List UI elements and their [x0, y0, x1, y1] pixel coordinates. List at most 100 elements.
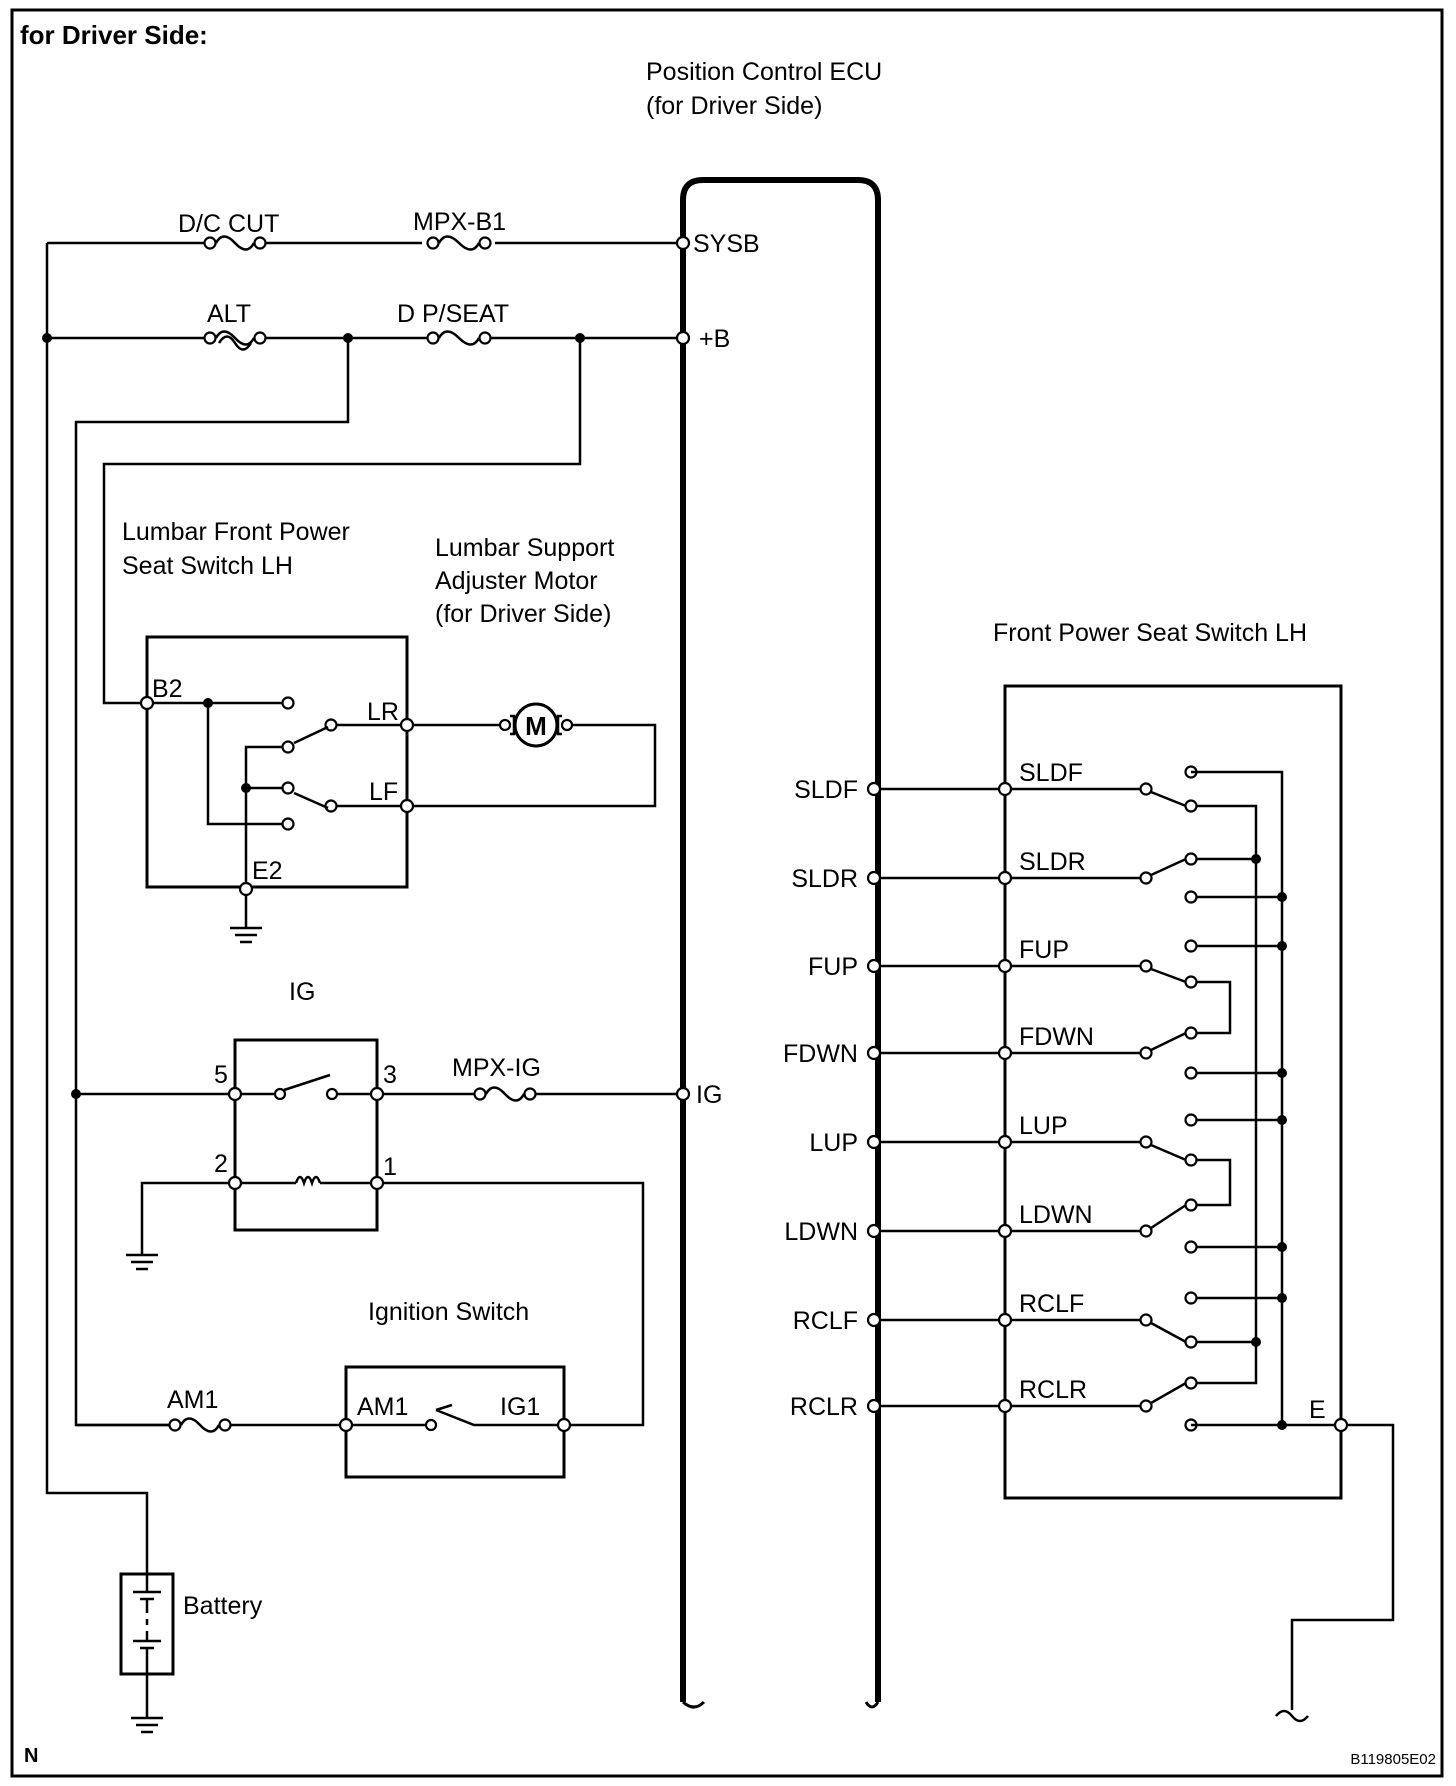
ig-relay: IG MPX-IG 5 3 2 1 — [71, 978, 683, 1427]
contact-rclf — [1139, 1313, 1153, 1327]
ecu-pin-b-label: +B — [699, 325, 730, 353]
ig-relay-pin-3: 3 — [383, 1061, 397, 1089]
ecu-pin-fup — [866, 958, 882, 974]
front-switch-pin-rclr — [997, 1398, 1013, 1414]
ecu-pin-sysb: SYSB — [675, 230, 760, 258]
lumbar-pin-e2: E2 — [252, 857, 283, 885]
ecu-pin-ldwn-label: LDWN — [784, 1218, 858, 1246]
motor-title-line3: (for Driver Side) — [435, 600, 611, 628]
ecu-pin-sldf-label: SLDF — [794, 776, 858, 804]
fuse-mpx-b1: MPX-B1 — [413, 208, 506, 251]
ecu-pin-fdwn — [866, 1045, 882, 1061]
front-switch-pin-rclf-label: RCLF — [1019, 1290, 1084, 1318]
fuse-dp-seat-label: D P/SEAT — [397, 300, 509, 328]
ecu-title-line1: Position Control ECU — [646, 58, 882, 86]
front-switch-pin-fup — [997, 958, 1013, 974]
ecu-pin-sldr-label: SLDR — [791, 865, 858, 893]
ecu-pin-fdwn-label: FDWN — [783, 1040, 858, 1068]
fuse-dc-cut: D/C CUT — [178, 210, 279, 251]
ecu-pin-lup-label: LUP — [809, 1129, 858, 1157]
front-switch-title: Front Power Seat Switch LH — [993, 619, 1307, 647]
ecu-pin-sldr — [866, 870, 882, 886]
diagram-header: for Driver Side: — [20, 20, 208, 50]
front-switch-pin-ldwn — [997, 1223, 1013, 1239]
ignition-switch-box — [344, 1365, 566, 1479]
fixed-contact-upper — [1184, 1113, 1198, 1127]
front-switch-pin-rclf — [997, 1312, 1013, 1328]
contact-sldr — [1139, 871, 1153, 885]
battery-label: Battery — [183, 1592, 263, 1620]
battery: Battery — [119, 1572, 263, 1734]
ig-relay-pin-2: 2 — [214, 1150, 228, 1178]
switch-blade — [1150, 1381, 1187, 1405]
switch-blade — [1150, 790, 1187, 808]
switch-common-wire — [1197, 804, 1258, 859]
lumbar-pin-b2: B2 — [152, 675, 183, 703]
footer-left: N — [24, 1745, 38, 1767]
fixed-contact-upper — [1184, 1198, 1198, 1212]
ecu-pin-b: +B — [675, 325, 730, 353]
fixed-contact-lower — [1184, 1335, 1198, 1349]
front-power-seat-switch: Front Power Seat Switch LH SLDFSLDRFUPFD… — [993, 619, 1395, 1723]
front-switch-pin-lup-label: LUP — [1019, 1112, 1068, 1140]
footer-right: B119805E02 — [1350, 1751, 1436, 1768]
front-switch-pin-lup — [997, 1134, 1013, 1150]
switch-blade — [1150, 967, 1187, 984]
fuse-dc-cut-label: D/C CUT — [178, 210, 279, 238]
contact-lup — [1139, 1135, 1153, 1149]
contact-fdwn — [1139, 1046, 1153, 1060]
fixed-contact-upper — [1184, 1026, 1198, 1040]
ig-relay-title: IG — [289, 978, 315, 1006]
fuse-alt: ALT — [203, 300, 267, 351]
switch-common-wire — [1197, 980, 1232, 1035]
switch-blade — [1150, 1321, 1187, 1344]
ecu-body — [680, 177, 881, 1702]
switch-blade — [1150, 1031, 1187, 1052]
position-control-ecu: Position Control ECU (for Driver Side) — [646, 58, 882, 1709]
contact-sldf — [1139, 782, 1153, 796]
lumbar-support-adjuster-motor: Lumbar Support Adjuster Motor (for Drive… — [413, 534, 657, 808]
fuse-mpx-b1-label: MPX-B1 — [413, 208, 506, 236]
diagram-frame — [10, 8, 1444, 1778]
switch-blade — [1150, 1143, 1187, 1162]
front-switch-pin-fdwn — [997, 1045, 1013, 1061]
ecu-title-line2: (for Driver Side) — [646, 92, 822, 120]
fuse-alt-label: ALT — [207, 300, 251, 328]
contact-ldwn — [1139, 1224, 1153, 1238]
fuse-dp-seat: D P/SEAT — [397, 300, 509, 346]
lumbar-switch-box — [145, 635, 409, 889]
ignition-switch: Ignition Switch AM1 AM1 IG1 — [76, 1298, 572, 1479]
ecu-pin-sldf — [866, 781, 882, 797]
fixed-contact-upper — [1184, 1376, 1198, 1390]
ecu-pin-ig-label: IG — [696, 1081, 722, 1109]
lumbar-switch-title-line1: Lumbar Front Power — [122, 518, 350, 546]
ig-relay-pin-5: 5 — [214, 1061, 228, 1089]
front-switch-pin-ldwn-label: LDWN — [1019, 1201, 1093, 1229]
front-switch-box — [1003, 684, 1343, 1500]
fuse-am1-label: AM1 — [167, 1386, 218, 1414]
motor-title-line1: Lumbar Support — [435, 534, 614, 562]
fixed-contact-lower — [1184, 1153, 1198, 1167]
front-switch-pin-e: E — [1309, 1396, 1326, 1424]
front-switch-pin-rclr-label: RCLR — [1019, 1376, 1087, 1404]
ign-pin-ig1: IG1 — [500, 1393, 540, 1421]
front-switch-pin-fdwn-label: FDWN — [1019, 1023, 1094, 1051]
fixed-contact-lower — [1184, 1240, 1198, 1254]
ecu-pin-ldwn — [866, 1223, 882, 1239]
motor-circle — [513, 702, 559, 748]
front-switch-pin-sldr-label: SLDR — [1019, 848, 1086, 876]
switch-common-wire — [1197, 1342, 1258, 1385]
front-switch-pin-sldf-label: SLDF — [1019, 759, 1083, 787]
ecu-pin-rclf-label: RCLF — [793, 1307, 858, 1335]
contact-fup — [1139, 959, 1153, 973]
ecu-pin-sysb-label: SYSB — [693, 230, 760, 258]
fixed-contact-lower — [1184, 1066, 1198, 1080]
ecu-break-mark — [681, 1700, 706, 1709]
ecu-pin-rclr-label: RCLR — [790, 1393, 858, 1421]
front-switch-pin-sldr — [997, 870, 1013, 886]
fixed-contact-upper — [1184, 939, 1198, 953]
ground-break-mark — [1275, 1709, 1309, 1723]
